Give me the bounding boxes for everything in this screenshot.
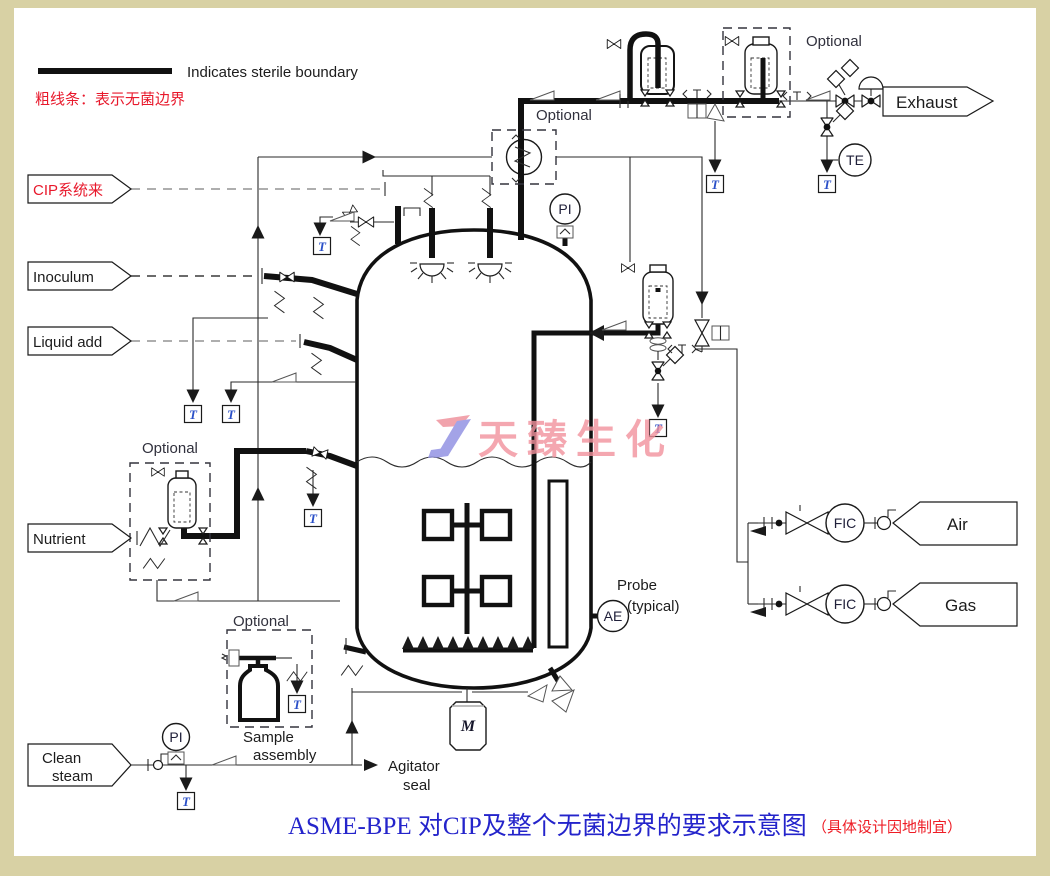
clean-steam-line: [131, 722, 378, 791]
nutrient-flag: [27, 523, 133, 553]
t-tag: T: [711, 177, 720, 192]
tank-top-fittings: [313, 187, 581, 247]
motor-group: [449, 688, 487, 751]
ae-instrument: [596, 599, 630, 633]
sample-assembly: [220, 629, 313, 728]
cip-flag-label: CIP系统来: [33, 182, 103, 199]
utility-lines: [156, 150, 758, 765]
annotations: Optional Optional Optional Optional Prob…: [142, 33, 862, 794]
sample-bottle-icon: [238, 664, 280, 722]
legend-text-zh: 粗线条：表示无菌边界: [35, 91, 185, 108]
inoculum-flag-label: Inoculum: [33, 269, 94, 286]
air-flag-label: Air: [947, 515, 968, 534]
t-tag: T: [189, 407, 198, 422]
ae-probe: [591, 599, 630, 633]
fic-gas-label: FIC: [834, 596, 857, 612]
agitator-icon: [421, 503, 513, 634]
optional-nutrient-box: [129, 462, 211, 581]
optional-sample-box: [226, 629, 313, 728]
inoculum-flag: [27, 261, 133, 291]
optional-condenser: [491, 90, 557, 185]
t-tag: T: [654, 421, 663, 436]
harvest-valve-group: [340, 638, 575, 713]
gas-flag-label: Gas: [945, 596, 976, 615]
legend: Indicates sterile boundary 粗线条：表示无菌边界: [35, 64, 358, 108]
agitator-label-2: seal: [403, 777, 431, 794]
optional-label-sample: Optional: [233, 613, 289, 630]
t-tag: T: [309, 511, 318, 526]
motor-icon: [449, 701, 487, 751]
clean-steam-flag: [27, 743, 132, 787]
pi-instrument-top: [549, 193, 581, 225]
gas-train: [750, 584, 896, 624]
probe-label-1: Probe: [617, 577, 657, 594]
cip-flag: [27, 174, 133, 204]
nutrient-flag-label: Nutrient: [33, 531, 86, 548]
watermark: 天臻生化: [428, 415, 674, 462]
steam-trap-tags: T T T T T T T T T: [176, 174, 837, 811]
t-tag: T: [318, 239, 327, 254]
sample-label-1: Sample: [243, 729, 294, 746]
liquid-add-valve-group: [224, 334, 322, 403]
optional-label-exhaust: Optional: [806, 33, 862, 50]
gas-flag: [892, 582, 1018, 627]
air-train: [750, 503, 896, 543]
instrument-labels: PI PI TE FIC FIC AE M: [169, 152, 864, 745]
pi-instrument-steam: [161, 722, 191, 752]
gas-inlet-filter: [601, 263, 730, 418]
t-tag: T: [823, 177, 832, 192]
optional-label-condenser: Optional: [536, 107, 592, 124]
legend-text-en: Indicates sterile boundary: [187, 64, 358, 81]
optional-exhaust-filter-box: [722, 27, 791, 118]
supply-flags: CIP系统来 Inoculum Liquid add Nutrient Clea…: [27, 86, 1018, 787]
exhaust-flag: [882, 86, 995, 117]
exhaust-flag-label: Exhaust: [896, 93, 958, 112]
liquid-add-flag-label: Liquid add: [33, 334, 102, 351]
sample-label-2: assembly: [253, 747, 317, 764]
te-instrument: [838, 143, 872, 177]
title-block: ASME-BPE 对CIP及整个无菌边界的要求示意图 （具体设计因地制宜）: [288, 812, 962, 840]
optional-exhaust-filter-icon: [724, 36, 786, 108]
sparger-icon: [402, 636, 534, 653]
ae-label: AE: [604, 608, 623, 624]
watermark-logo-icon: [428, 415, 471, 458]
liquid-add-flag: [27, 326, 133, 356]
clean-steam-flag-label1: Clean: [42, 750, 81, 767]
probe-well: [547, 479, 569, 649]
t-tag: T: [227, 407, 236, 422]
diagram-title: ASME-BPE 对CIP及整个无菌边界的要求示意图: [288, 812, 807, 840]
air-flag: [892, 501, 1018, 546]
t-tag: T: [182, 794, 191, 809]
liquid-level-wave: [356, 456, 592, 468]
probe-label-2: (typical): [627, 598, 680, 615]
optional-nutrient-filter: [129, 446, 329, 581]
pi-steam-label: PI: [169, 729, 182, 745]
pi-top-label: PI: [558, 201, 571, 217]
exhaust-filter-icon: [606, 31, 675, 107]
fic-air-label: FIC: [834, 515, 857, 531]
clean-steam-flag-label2: steam: [52, 768, 93, 785]
t-tag: T: [293, 697, 302, 712]
te-label: TE: [846, 152, 864, 168]
optional-condenser-box: [491, 129, 557, 185]
agitator-label-1: Agitator: [388, 758, 440, 775]
motor-label: M: [460, 718, 476, 735]
inoculum-valve-group: [186, 268, 324, 403]
optional-label-nutrient: Optional: [142, 440, 198, 457]
diagram-title-note: （具体设计因地制宜）: [812, 819, 962, 836]
watermark-text: 天臻生化: [478, 418, 674, 462]
